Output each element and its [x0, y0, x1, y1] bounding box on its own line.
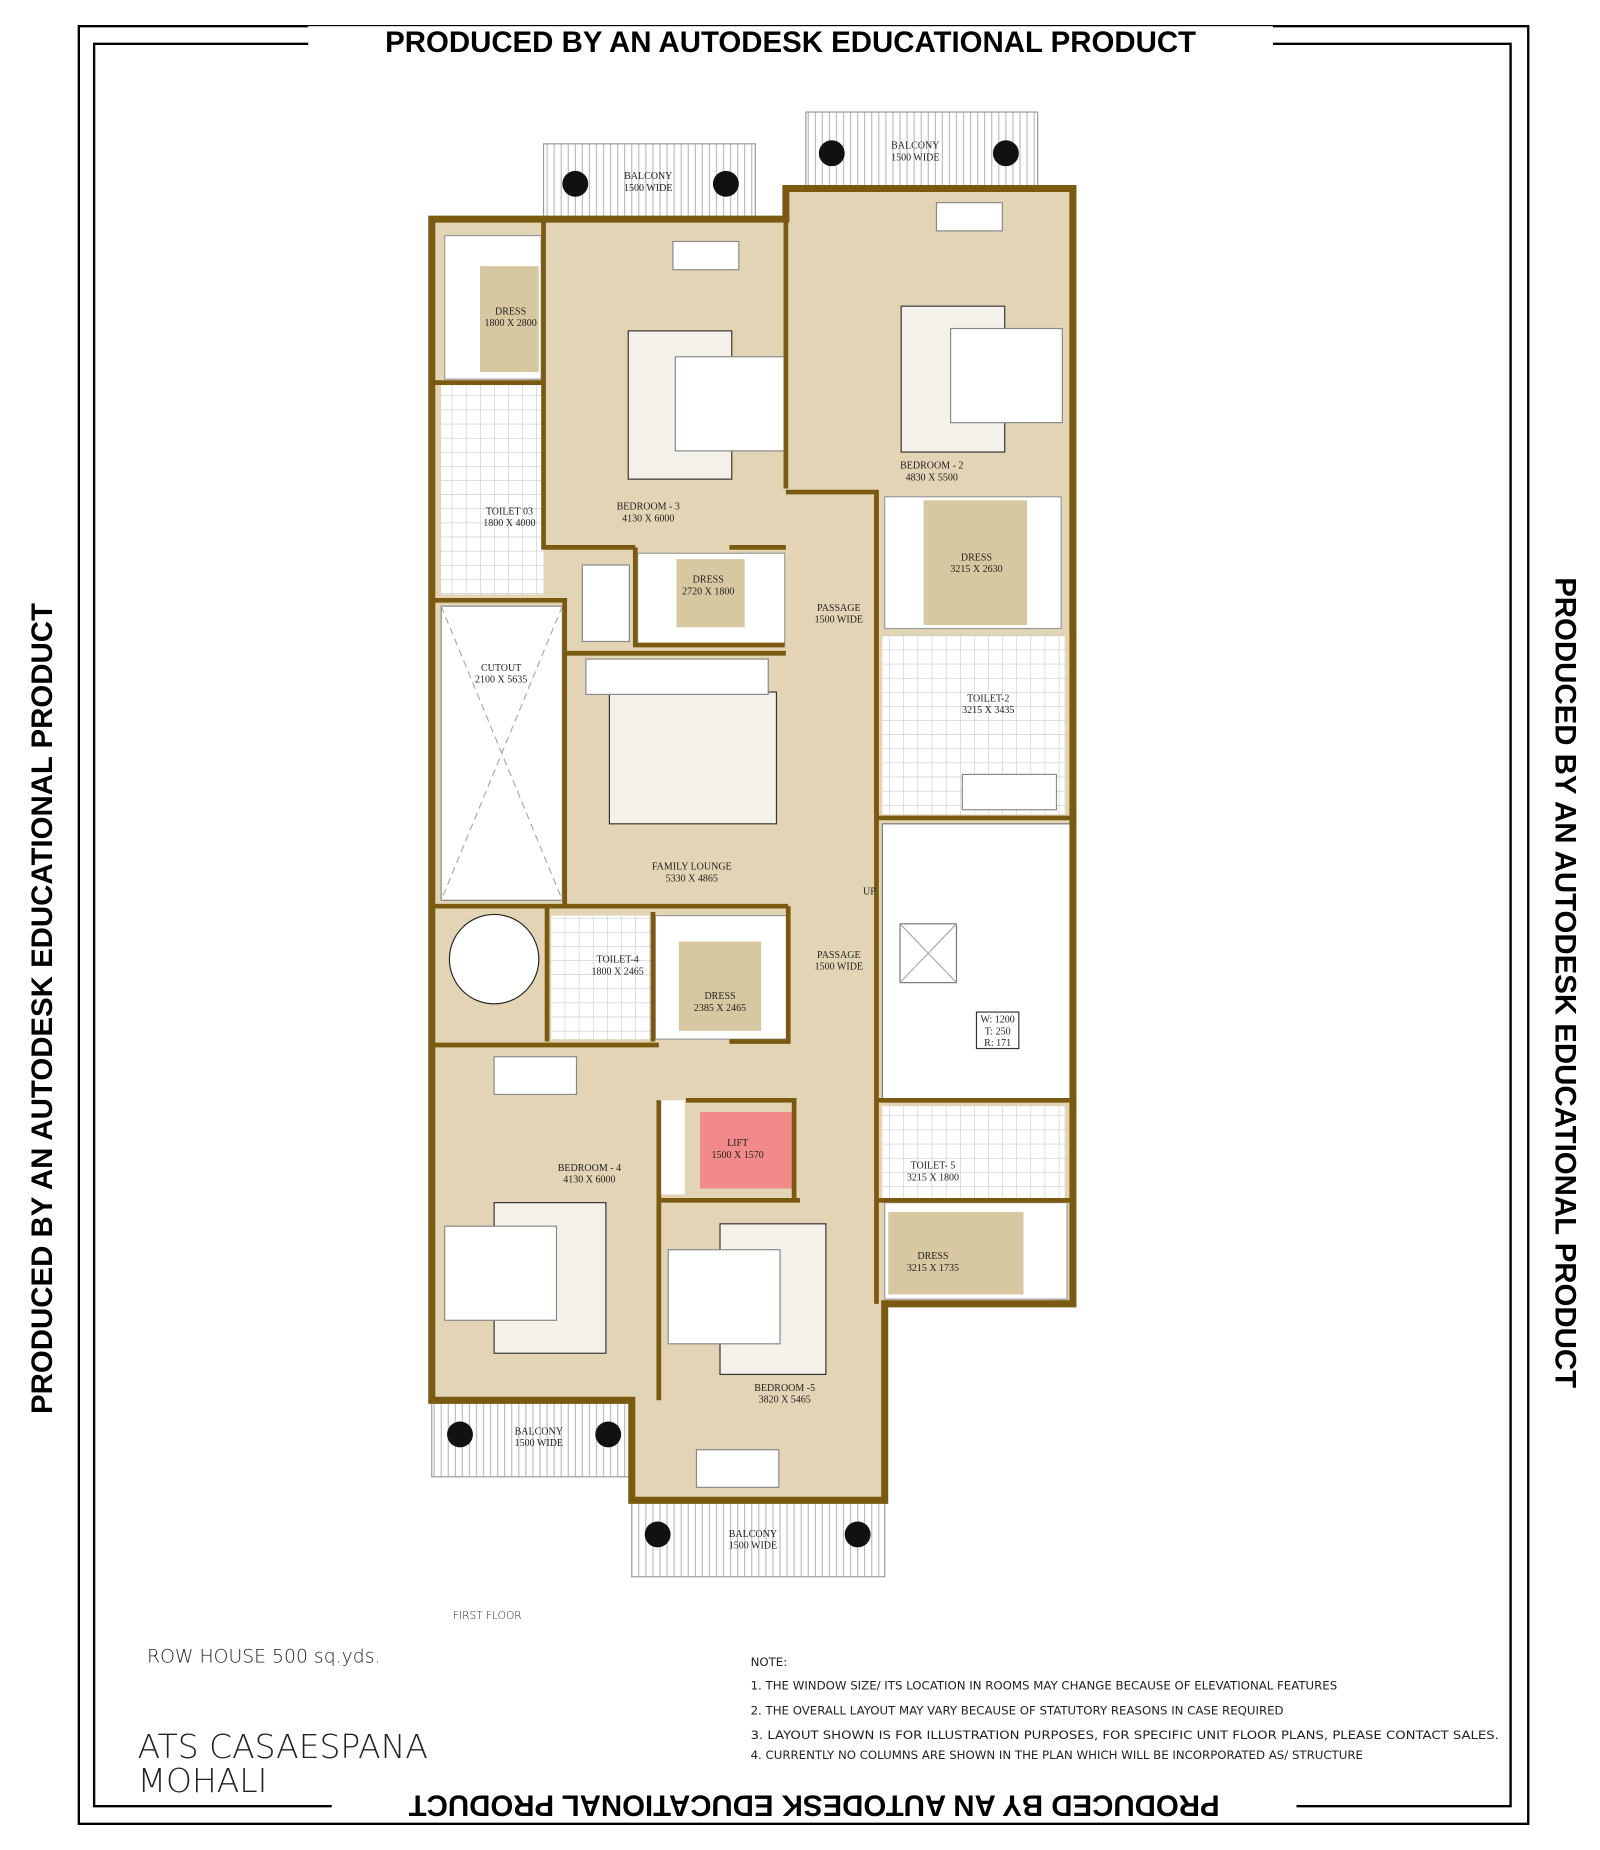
svg-text:3215 X 1800: 3215 X 1800 — [907, 1172, 959, 1183]
room-name: BALCONY — [515, 1426, 563, 1437]
svg-text:1500 WIDE: 1500 WIDE — [729, 1541, 777, 1552]
dress-1 — [480, 266, 539, 373]
svg-text:1500 WIDE: 1500 WIDE — [624, 183, 672, 194]
note-item: 2. THE OVERALL LAYOUT MAY VARY BECAUSE O… — [751, 1703, 1284, 1717]
watermark-right: PRODUCED BY AN AUTODESK EDUCATIONAL PROD… — [1548, 577, 1581, 1388]
floor-label: FIRST FLOOR — [453, 1610, 522, 1622]
svg-text:1500 WIDE: 1500 WIDE — [515, 1438, 563, 1449]
room-name: DRESS — [961, 552, 992, 563]
project-name: ATS CASAESPANA — [138, 1727, 428, 1766]
svg-text:W: 1200: W: 1200 — [980, 1015, 1014, 1026]
svg-text:1500 WIDE: 1500 WIDE — [891, 152, 939, 163]
svg-text:5330 X 4865: 5330 X 4865 — [666, 873, 718, 884]
project-city: MOHALI — [138, 1761, 268, 1800]
room-name: TOILET 03 — [486, 506, 533, 517]
svg-text:4130 X 6000: 4130 X 6000 — [622, 513, 674, 524]
room-name: LIFT — [727, 1138, 748, 1149]
spiral-stair — [448, 913, 540, 1005]
room-name: CUTOUT — [481, 663, 521, 674]
room-name: TOILET-4 — [597, 955, 639, 966]
watermark-left: PRODUCED BY AN AUTODESK EDUCATIONAL PROD… — [26, 603, 59, 1414]
room-name: BEDROOM - 2 — [900, 461, 963, 472]
svg-text:1800 X 4000: 1800 X 4000 — [483, 518, 535, 529]
room-name: PASSAGE — [817, 950, 861, 961]
svg-text:2720 X 1800: 2720 X 1800 — [682, 586, 734, 597]
room-name: BEDROOM -5 — [754, 1383, 815, 1394]
svg-text:4130 X 6000: 4130 X 6000 — [563, 1175, 615, 1186]
room-name: TOILET-2 — [967, 693, 1009, 704]
toilet-4 — [550, 915, 653, 1040]
room-name: BALCONY — [729, 1529, 777, 1540]
svg-text:1500 WIDE: 1500 WIDE — [815, 615, 863, 626]
stair-up-label: UP — [863, 886, 876, 897]
room-name: PASSAGE — [817, 603, 861, 614]
toilet-03 — [441, 382, 544, 595]
svg-text:3215 X 3435: 3215 X 3435 — [962, 705, 1014, 716]
notes-heading: NOTE: — [751, 1655, 788, 1669]
svg-text:1500 X 1570: 1500 X 1570 — [712, 1150, 764, 1161]
room-name: DRESS — [704, 991, 735, 1002]
svg-text:T: 250: T: 250 — [985, 1026, 1011, 1037]
svg-text:2385 X 2465: 2385 X 2465 — [694, 1003, 746, 1014]
svg-text:1800 X 2465: 1800 X 2465 — [592, 966, 644, 977]
room-name: BEDROOM - 3 — [617, 502, 680, 513]
watermark-bottom: PRODUCED BY AN AUTODESK EDUCATIONAL PROD… — [409, 1789, 1220, 1822]
room-name: DRESS — [495, 306, 526, 317]
svg-text:2100 X 5635: 2100 X 5635 — [475, 675, 527, 686]
project-type: ROW HOUSE 500 sq.yds. — [147, 1647, 380, 1668]
room-name: BEDROOM - 4 — [558, 1163, 621, 1174]
room-name: FAMILY LOUNGE — [652, 862, 732, 873]
svg-text:3215 X 1735: 3215 X 1735 — [907, 1263, 959, 1274]
room-name: DRESS — [693, 575, 724, 586]
dress-5 — [888, 1212, 1024, 1295]
furniture — [444, 202, 1063, 1488]
dress-3 — [923, 500, 1028, 625]
svg-text:R: 171: R: 171 — [984, 1038, 1011, 1049]
note-item: 3. LAYOUT SHOWN IS FOR ILLUSTRATION PURP… — [751, 1728, 1499, 1742]
stair-spec-box — [975, 1011, 1020, 1050]
plant-icon — [447, 140, 1019, 1548]
balconies — [431, 111, 1039, 1578]
room-name: TOILET- 5 — [911, 1161, 956, 1172]
svg-text:3215 X 2630: 3215 X 2630 — [950, 564, 1002, 575]
watermark-top: PRODUCED BY AN AUTODESK EDUCATIONAL PROD… — [385, 26, 1196, 59]
note-item: 4. CURRENTLY NO COLUMNS ARE SHOWN IN THE… — [751, 1748, 1363, 1762]
svg-text:1800 X 2800: 1800 X 2800 — [484, 318, 536, 329]
svg-text:1500 WIDE: 1500 WIDE — [815, 962, 863, 973]
note-item: 1. THE WINDOW SIZE/ ITS LOCATION IN ROOM… — [751, 1679, 1338, 1693]
dress-4 — [678, 941, 762, 1031]
toilet-5 — [882, 1106, 1065, 1201]
svg-text:4830 X 5500: 4830 X 5500 — [906, 472, 958, 483]
room-name: BALCONY — [624, 171, 672, 182]
lift — [700, 1112, 795, 1189]
room-name: DRESS — [917, 1251, 948, 1262]
dress-2 — [676, 559, 745, 628]
svg-text:3820 X 5465: 3820 X 5465 — [759, 1395, 811, 1406]
interior-walls — [431, 188, 1071, 1401]
room-name: BALCONY — [891, 141, 939, 152]
